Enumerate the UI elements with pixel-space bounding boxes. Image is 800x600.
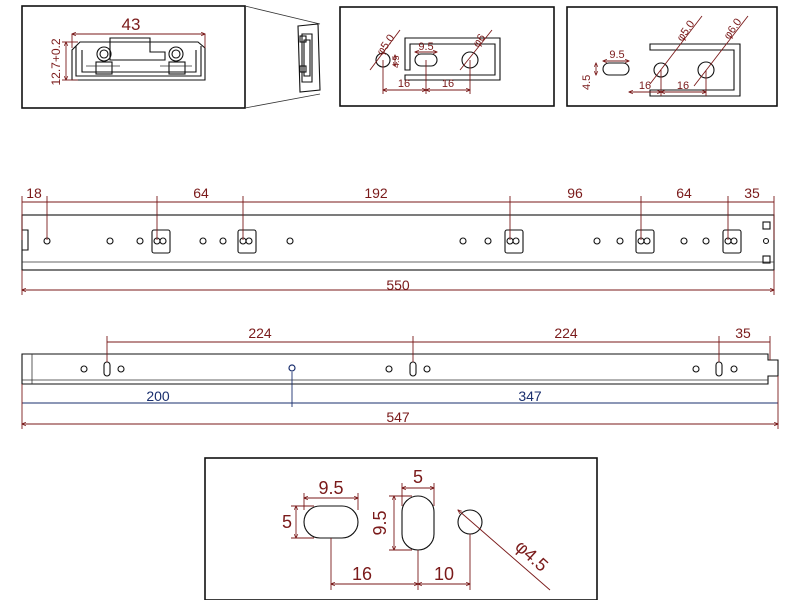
rail-top-body [21,214,775,271]
hole-detail-pitch-1: 16 [352,564,372,584]
rail-top-dim-2: 192 [364,185,388,201]
detail-b-slot-label: 9.5 [609,49,624,61]
detail-b-height-label: 4.5 [581,75,593,90]
rail-middle-center-hole [288,364,296,372]
detail-a-frame [339,6,555,107]
profile-perspective [244,5,321,109]
detail-b-d1-label: φ5.0 [675,18,698,43]
profile-frame [21,5,246,109]
hole-detail-diameter: φ4.5 [511,536,552,575]
detail-a-pitch1-label: 16 [398,78,410,90]
rail-top-dim-0: 18 [26,185,42,201]
rail-top-dim-5: 35 [744,185,760,201]
profile-width-label: 43 [122,15,141,34]
rail-middle-hole-group [80,361,125,377]
rail-top-slot-group [106,229,171,254]
detail-b-frame [566,6,778,107]
rail-top-slot-group [459,229,524,254]
hole-detail-slot-horizontal [303,505,359,539]
rail-top-slot-group [593,229,655,254]
rail-middle-dim-0: 224 [248,325,272,341]
rail-top-dim-4: 64 [676,185,692,201]
hole-detail-pitch-2: 10 [434,564,454,584]
rail-top: 18 64 192 96 64 35 550 [21,185,775,295]
detail-a-view: φ5.0 φ6 9.5 4.5 16 16 [339,6,555,107]
profile-height-label: 12.7+0.2 [49,38,63,85]
hole-detail-slot-vertical [401,495,435,551]
hole-detail-frame [204,457,598,600]
detail-b-pitch2-label: 16 [677,80,689,92]
rail-top-slot-group [199,229,294,254]
profile-view: 43 12.7+0.2 [21,5,246,109]
detail-b-slot [602,62,630,76]
hole-detail-view: 9.5 5 5 9.5 16 10 φ4.5 [204,457,598,600]
rail-middle-hole-group [385,361,431,377]
detail-b-d2-label: φ6.0 [722,16,745,41]
detail-a-offset-label: 4.5 [391,55,401,68]
hole-detail-slot-h-wid: 5 [282,512,292,532]
rail-middle-dim-1: 224 [554,325,578,341]
rail-middle-blue-dim-1: 347 [518,388,542,404]
rail-middle-dim-2: 35 [735,325,751,341]
rail-top-slot-group [680,229,742,254]
detail-a-d2-label: φ6 [471,32,488,50]
rail-top-dim-1: 64 [193,185,209,201]
profile-section [71,37,206,81]
hole-detail-slot-v-wid: 5 [413,467,423,487]
rail-top-dim-3: 96 [567,185,583,201]
detail-a-slot-outline [404,37,501,81]
rail-middle-blue-dim-0: 200 [146,388,170,404]
rail-top-overall: 550 [386,277,410,293]
rail-middle-overall: 547 [386,409,410,425]
detail-a-slot-label: 9.5 [418,41,433,53]
detail-a-d1-label: φ5.0 [375,32,398,57]
detail-b-slot-outline [649,43,741,97]
detail-a-pitch2-label: 16 [442,78,454,90]
rail-middle: 224 224 35 200 347 547 [21,325,779,429]
detail-b-view: φ5.0 φ6.0 9.5 4.5 16 16 [566,6,778,107]
hole-detail-slot-h-len: 9.5 [318,478,343,498]
detail-b-pitch1-label: 16 [639,80,651,92]
hole-detail-slot-v-len: 9.5 [370,510,390,535]
rail-middle-hole-group [692,361,738,377]
rail-middle-body [21,353,779,385]
